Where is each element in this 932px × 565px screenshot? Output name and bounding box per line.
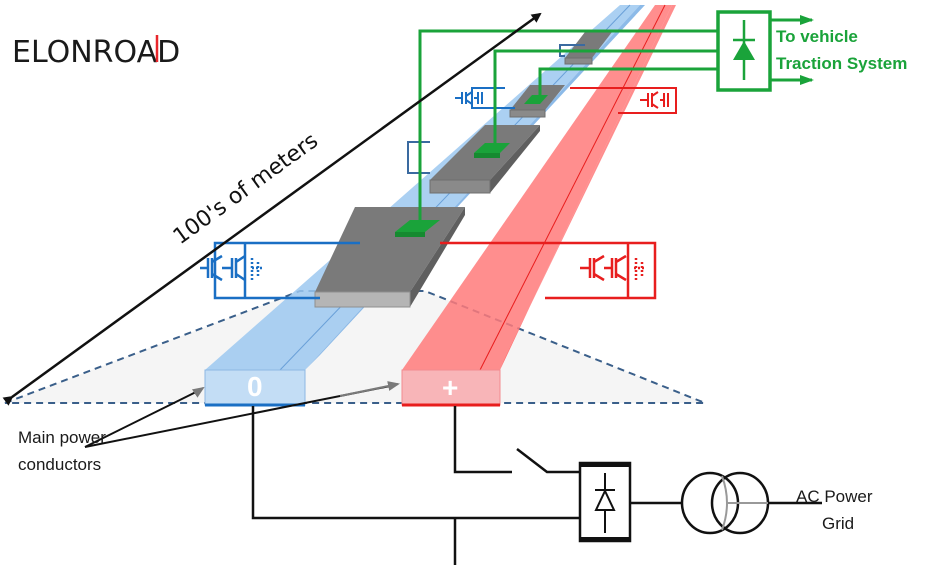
red-switch-small-frame [570, 87, 677, 114]
distance-arrow [2, 12, 542, 406]
traction-label-line2: Traction System [776, 54, 907, 73]
grid-rectifier [578, 461, 682, 543]
red-switch-large [440, 241, 657, 300]
grid-rectifier-bottom-bar [580, 537, 630, 541]
onboard-rectifier [716, 10, 814, 92]
transformer-overlap [721, 475, 728, 531]
logo-text: ELONROAD [12, 35, 180, 70]
conductor-callout [84, 381, 400, 448]
supply-wiring [251, 406, 580, 565]
segment-4-front [564, 57, 593, 65]
diode-dotted-icon [250, 258, 262, 280]
red-switch-small [570, 87, 677, 114]
igbt-icon [200, 254, 246, 282]
igbt-small-red-icon [640, 91, 669, 109]
igbt-small-icon [455, 91, 483, 105]
segment-1 [314, 207, 465, 308]
diode-dotted-red-icon [634, 258, 646, 280]
igbt-red-icon [580, 254, 627, 282]
positive-symbol: + [442, 372, 458, 403]
segment-2-front [429, 179, 491, 194]
pickup-2-edge [474, 153, 500, 158]
segment-3 [509, 85, 565, 118]
main-conductors-label-line2: conductors [18, 455, 101, 474]
diode-icon [733, 41, 755, 60]
segment-3-front [509, 109, 546, 118]
ac-grid-label-line1: AC Power [796, 487, 873, 506]
callout-arrow-neutral [191, 386, 205, 398]
main-conductors-label-line1: Main power [18, 428, 106, 447]
elonroad-logo: ELONROAD [12, 35, 180, 70]
red-switch-large-frame [440, 241, 657, 300]
transformer [680, 471, 822, 535]
neutral-supply-wire [251, 406, 580, 520]
callout-line-1 [84, 389, 201, 448]
neutral-symbol: 0 [247, 371, 263, 402]
positive-supply-wire [453, 406, 512, 474]
blue-switch-small [455, 87, 515, 109]
callout-arrow-positive [339, 381, 400, 397]
rectifier-diode-icon [594, 488, 616, 511]
segment-1-front [314, 291, 411, 308]
main-switch-icon [516, 448, 580, 474]
ac-grid-label-line2: Grid [822, 514, 854, 533]
pickup-1-edge [395, 232, 425, 237]
traction-label-line1: To vehicle [776, 27, 858, 46]
grid-rectifier-top-bar [580, 463, 630, 467]
